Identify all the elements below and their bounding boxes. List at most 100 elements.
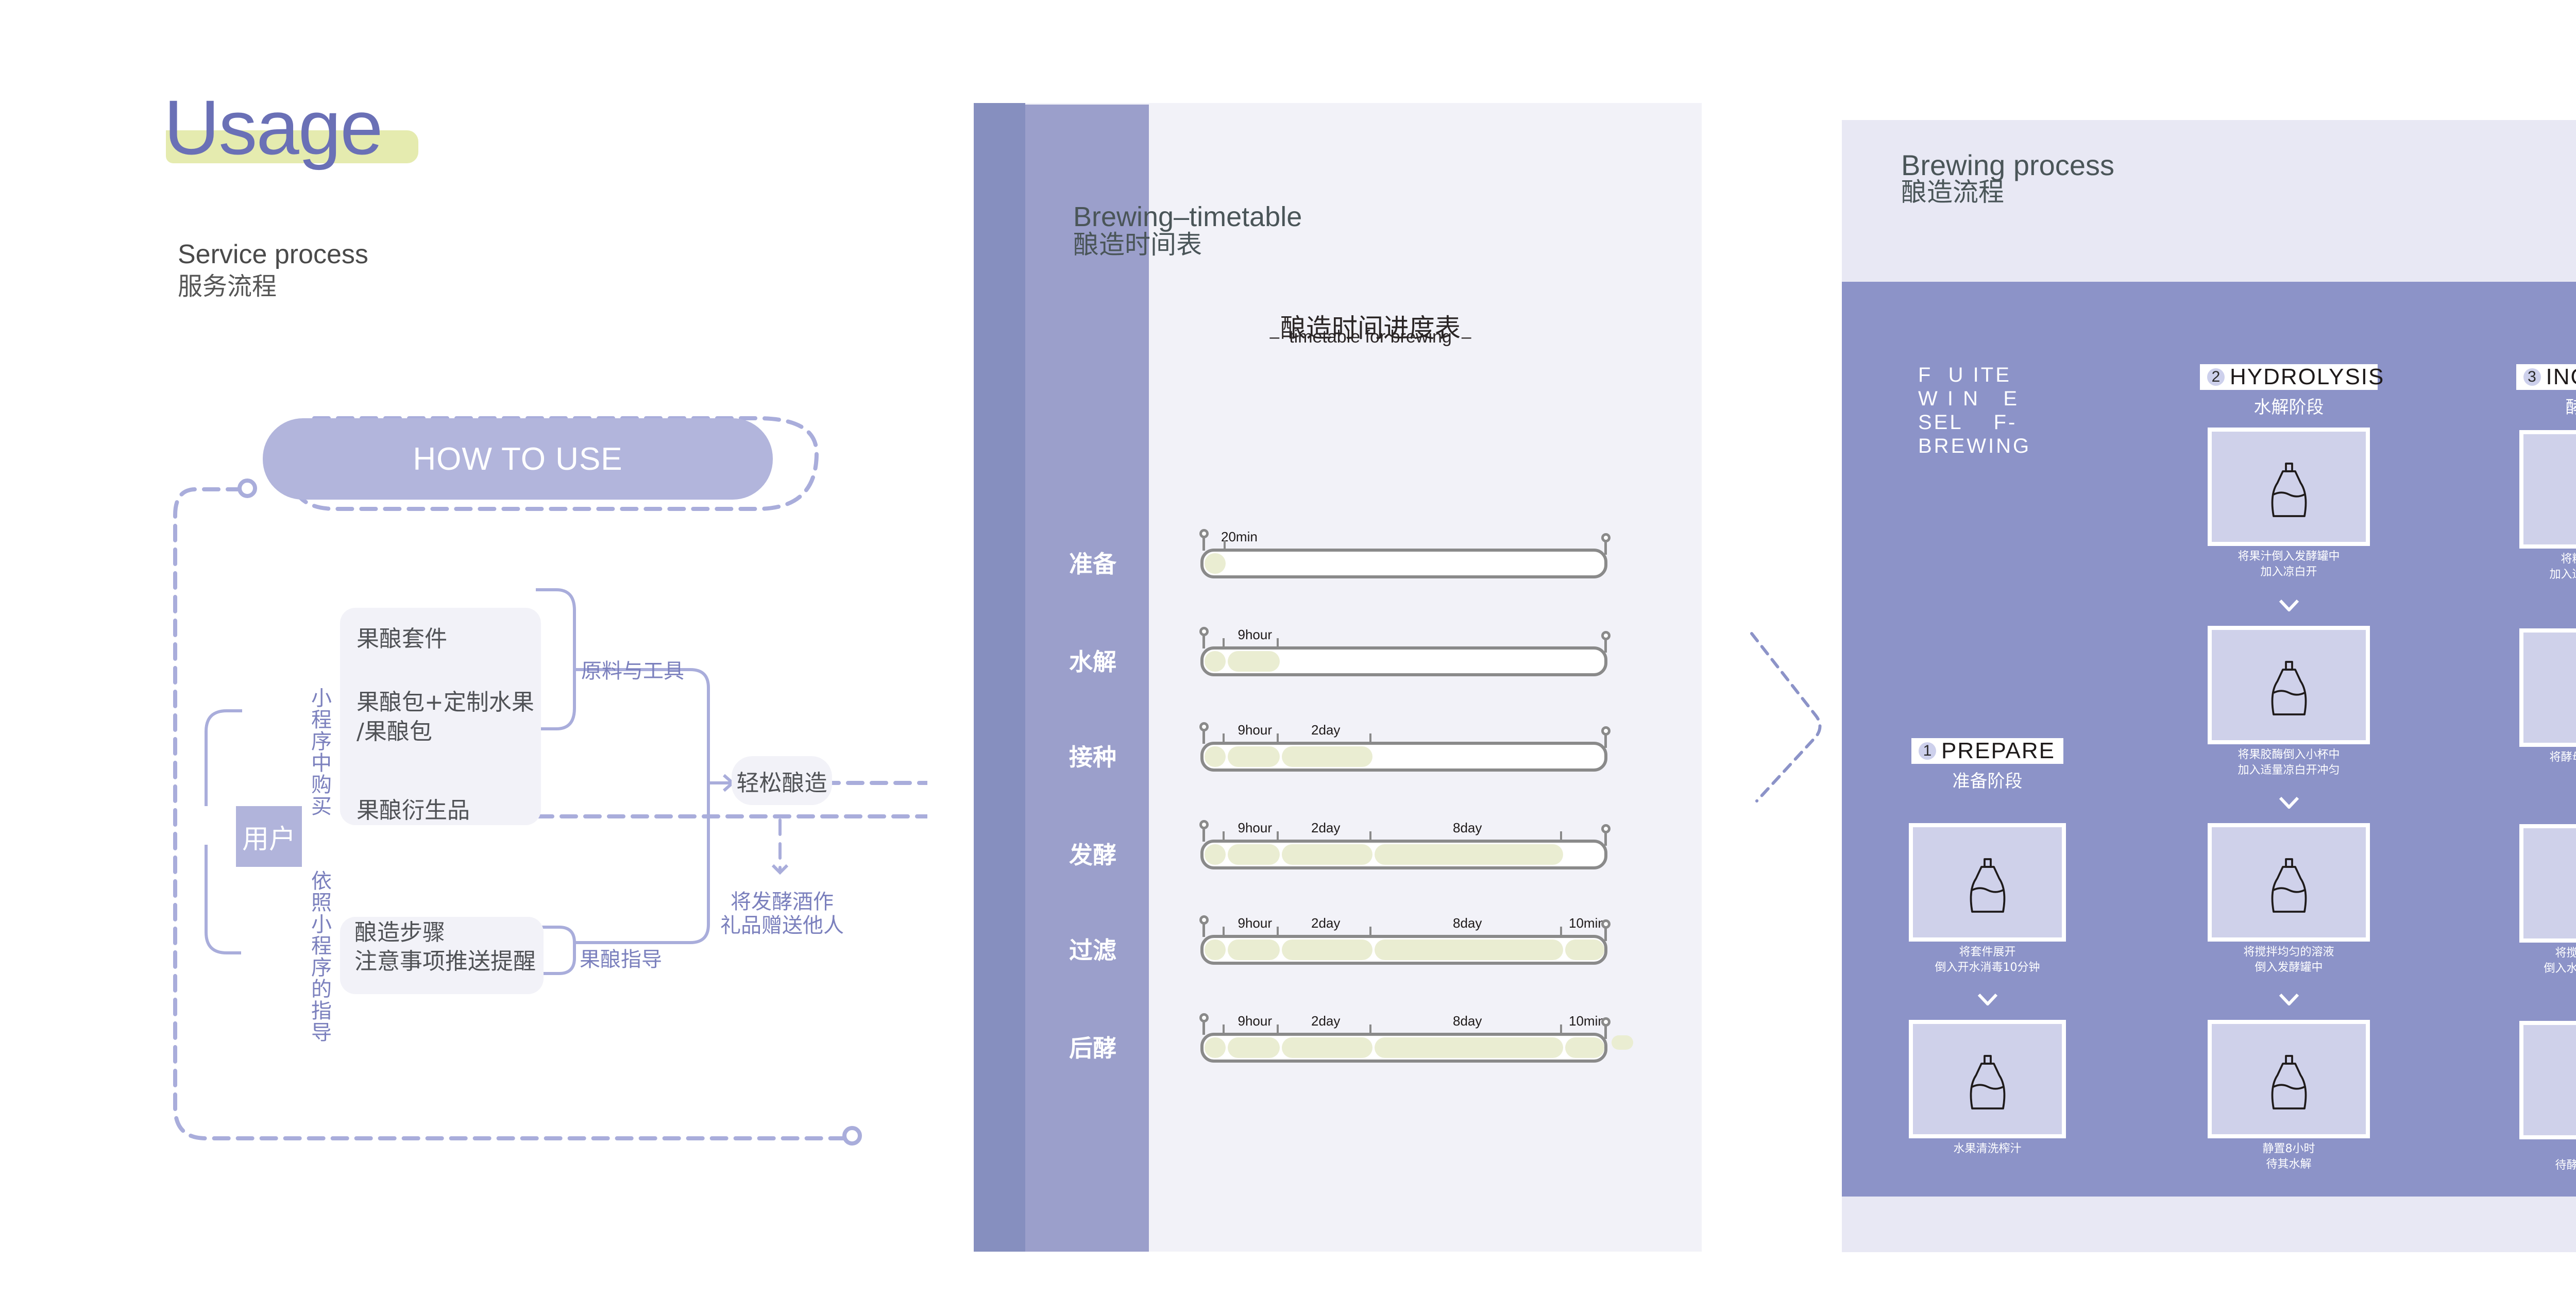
timeline-segment — [1228, 746, 1280, 767]
step-caption: 将果汁倒入发酵罐中 加入凉白开 — [2238, 550, 2340, 578]
timeline-pin-icon — [1199, 820, 1209, 829]
timeline-segment-label: 8day — [1453, 1013, 1482, 1029]
timeline-row-label: 接种 — [1069, 743, 1116, 771]
stage-name: PREPARE — [1941, 738, 2056, 763]
step-card — [2519, 1021, 2576, 1139]
chart-subtitle-row: – timetable for brewing – — [1236, 327, 1504, 347]
gift-text-line1: 将发酵酒作 — [731, 890, 834, 914]
timeline-segment-label: 2day — [1311, 820, 1341, 835]
item-reminders: 注意事项推送提醒 — [354, 948, 536, 975]
timeline-pin-stem — [1202, 730, 1205, 744]
step-caption: 将果胶酶倒入小杯中 加入适量凉白开冲匀 — [2238, 748, 2340, 777]
step-caption: 水果清洗榨汁 — [1953, 1142, 2022, 1155]
timeline-tick — [1277, 831, 1279, 841]
fruit-wine-self-brewing-text: F U ITE W I N E SEL F- BREWING — [1918, 364, 2031, 457]
timeline-tick — [1223, 1024, 1225, 1034]
step-card — [2208, 823, 2370, 942]
timeline-tick — [1277, 1024, 1279, 1034]
timeline-row-label: 准备 — [1069, 550, 1116, 578]
kettle-tray-icon — [1970, 858, 2005, 913]
step-card — [1909, 823, 2066, 942]
timeline-pin-stem — [1604, 832, 1607, 846]
timeline-overflow-segment — [1612, 1035, 1633, 1050]
section-title-en: Service process — [178, 240, 368, 269]
step-caption: 将搅拌均匀的溶液 倒入水解完成的果汁中 — [2544, 947, 2576, 975]
chart-subtitle: timetable for brewing — [1289, 327, 1452, 347]
timeline-segment — [1375, 940, 1563, 960]
chevron-down-icon — [2279, 993, 2299, 1005]
timeline-segment — [1282, 1037, 1372, 1058]
timeline-pin-icon — [1601, 919, 1611, 929]
sealed-jar-icon — [2271, 1055, 2307, 1109]
timeline-pin-stem — [1604, 1026, 1607, 1039]
section-title-cn: 服务流程 — [178, 272, 277, 301]
timeline-segment — [1282, 940, 1372, 960]
timeline-pin-stem — [1202, 635, 1205, 648]
timeline-segment-label: 10min — [1569, 915, 1605, 931]
timetable-strip-dark — [974, 103, 1025, 1252]
timeline-pin-stem — [1202, 537, 1205, 551]
timeline-segment — [1375, 1037, 1563, 1058]
timeline-tick — [1223, 831, 1225, 841]
stage-name-cn: 酵母接种 — [2565, 397, 2576, 418]
timeline-tick — [1277, 733, 1279, 743]
timeline-pin-stem — [1604, 735, 1607, 748]
timeline-tick — [1223, 638, 1225, 647]
step-caption: 静置2天 待酵母菌有氧发酵 — [2555, 1158, 2576, 1172]
timeline-segment — [1205, 940, 1226, 960]
timeline-pin-icon — [1601, 726, 1611, 736]
step-card — [1909, 1020, 2066, 1138]
stage-number-badge: 3 — [2523, 368, 2541, 386]
timeline-tick — [1277, 927, 1279, 936]
stirred-jar-icon — [2562, 1041, 2576, 1119]
timeline-row-label: 水解 — [1069, 648, 1116, 676]
brewing-header-band — [1842, 120, 2576, 282]
enzyme-cup-icon — [2271, 661, 2307, 715]
subtitle-dash-right: – — [1451, 327, 1471, 347]
brewing-heading-cn: 酿造流程 — [1901, 177, 2004, 207]
timeline-segment-label: 9hour — [1238, 627, 1273, 642]
item-brewing-steps: 酿造步骤 — [354, 919, 445, 946]
timeline-pin-icon — [1601, 1017, 1611, 1027]
timeline-pin-icon — [1601, 824, 1611, 833]
timetable-strip-mid — [1025, 105, 1149, 1252]
step-card — [2519, 824, 2576, 943]
stage-name: HYDROLYSIS — [2230, 364, 2385, 389]
timeline-segment-label: 9hour — [1238, 722, 1273, 738]
timeline-pin-icon — [1199, 529, 1209, 538]
timeline-segment-label: 2day — [1311, 722, 1341, 738]
brewing-footer-band — [1842, 1197, 2576, 1252]
user-node: 用户 — [236, 806, 302, 867]
chart-title: 酿造时间进度表 — [1280, 313, 1461, 343]
title-highlight — [166, 130, 418, 163]
timeline-tick — [1560, 927, 1562, 936]
purchase-items-box — [340, 608, 541, 825]
timeline-segment — [1282, 844, 1372, 865]
timeline-row-label: 后酵 — [1069, 1034, 1116, 1062]
stir-jar-icon — [2271, 858, 2307, 913]
page-title: Usage — [164, 84, 383, 170]
timeline-bar — [1200, 935, 1607, 965]
stage-name-cn: 准备阶段 — [1952, 771, 2023, 792]
item-derivatives: 果酿衍生品 — [357, 797, 470, 824]
timeline-segment — [1205, 746, 1226, 767]
timeline-segment — [1282, 746, 1372, 767]
easy-brewing-node: 轻松酿造 — [732, 756, 832, 805]
stage-number-badge: 1 — [1919, 742, 1936, 760]
flow-connectors — [173, 416, 927, 1146]
timeline-segment-label: 2day — [1311, 1013, 1341, 1029]
timeline-row-label: 发酵 — [1069, 841, 1116, 869]
timeline-tick — [1224, 540, 1226, 550]
timeline-segment — [1205, 651, 1226, 672]
timeline-row-label: 过滤 — [1069, 936, 1116, 964]
timeline-pin-stem — [1604, 639, 1607, 653]
stage-number-badge: 2 — [2207, 368, 2225, 386]
vertical-label-guidance: 依照小程序的指导 — [311, 869, 332, 1045]
timeline-segment-label: 8day — [1453, 820, 1482, 835]
timeline-tick — [1223, 733, 1225, 743]
step-card — [2519, 430, 2576, 549]
label-brewing-guide: 果酿指导 — [580, 948, 662, 971]
timeline-segment — [1205, 1037, 1226, 1058]
brewing-heading-en: Brewing process — [1901, 149, 2114, 181]
step-caption: 将酵母倒入蔗糖溶液 搅拌均匀 — [2549, 751, 2576, 764]
